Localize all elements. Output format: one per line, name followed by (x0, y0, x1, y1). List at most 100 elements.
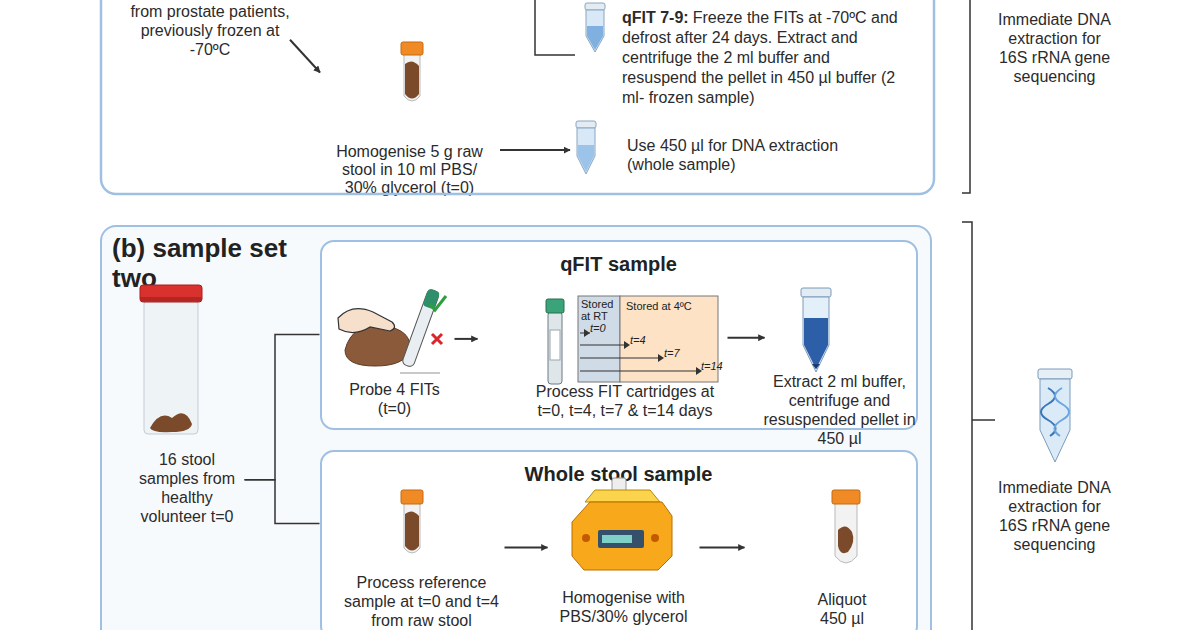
text-block: Process FIT cartridges at t=0, t=4, t=7 … (533, 382, 718, 420)
table-label: t=7 (664, 347, 680, 359)
step-text: Immediate DNA extraction for 16S rRNA ge… (992, 10, 1117, 86)
dna-tube (1054, 388, 1069, 436)
bracket-line (962, 0, 970, 193)
extract-tube (801, 288, 831, 372)
flow-arrow (700, 547, 745, 549)
bracket-line (972, 419, 995, 421)
bracket-line (535, 0, 575, 55)
buffer-tube (585, 3, 605, 52)
step-group: Use 450 µl for DNA extraction (whole sam… (570, 118, 880, 180)
aliquot-tube (838, 526, 853, 553)
step-text: qFIT 7-9: (622, 9, 689, 26)
extract-tube (804, 318, 828, 369)
text-block: qFIT sample (322, 252, 916, 276)
stool-container (140, 285, 202, 434)
flow-arrow (290, 40, 320, 73)
step-text: Extract 2 ml buffer, centrifuge and resu… (760, 372, 920, 448)
homogeniser-device (598, 530, 644, 548)
stool-tube (401, 490, 423, 553)
fit-cartridge (548, 312, 562, 384)
dna-tube (1040, 379, 1070, 462)
aliquot-tube (832, 490, 860, 504)
storage-table (580, 333, 700, 371)
probe-illustration (432, 334, 442, 344)
panel-title: qFIT sample (322, 252, 916, 276)
buffer-tube (578, 145, 594, 172)
step-group: Extract 2 ml buffer, centrifuge and resu… (765, 280, 915, 430)
homogeniser-device (582, 534, 590, 542)
stool-container (144, 300, 198, 434)
extract-tube (803, 297, 829, 372)
panel-title: (b) sample set two (112, 233, 307, 293)
dna-tube (1038, 369, 1072, 462)
fit-cartridge (550, 330, 560, 360)
storage-table (584, 329, 702, 375)
text-block: (b) sample set two (112, 233, 307, 293)
probe-illustration (400, 372, 440, 374)
text-block: Aliquot 450 µl (805, 590, 880, 628)
text-block: Immediate DNA extraction for 16S rRNA ge… (992, 10, 1117, 86)
probe-illustration (401, 288, 440, 367)
step-group: Aliquot 450 µl (745, 480, 915, 620)
stool-container (150, 413, 192, 432)
buffer-tube (576, 121, 596, 174)
stool-tube (405, 511, 419, 550)
output-step: Immediate DNA extraction for 16S rRNA ge… (985, 10, 1125, 95)
step-text: from prostate patients, previously froze… (130, 2, 290, 59)
stool-tube (405, 61, 419, 98)
table-label: Stored at 4ºC (626, 300, 716, 312)
aliquot-tube (832, 490, 860, 563)
probe-illustration (338, 309, 395, 333)
text-block: Homogenise 5 g raw stool in 10 ml PBS/ 3… (327, 143, 492, 197)
text-block: from prostate patients, previously froze… (130, 2, 290, 59)
bracket-connector (245, 335, 320, 480)
text-block: Homogenise with PBS/30% glycerol (548, 588, 700, 626)
step-text: 16 stool samples from healthy volunteer … (130, 450, 245, 526)
storage-table (578, 296, 620, 382)
probe-illustration (338, 288, 446, 374)
stool-tube (404, 503, 420, 553)
text-block: Probe 4 FITs (t=0) (335, 380, 455, 418)
text-block: qFIT 7-9:Freeze the FITs at -70ºC and de… (622, 8, 902, 108)
step-text: Process reference sample at t=0 and t=4 … (337, 573, 507, 630)
buffer-tube (587, 26, 603, 50)
dna-tube (1038, 369, 1072, 379)
bracket-line (962, 222, 972, 630)
step-text: Homogenise with PBS/30% glycerol (548, 588, 700, 626)
text-block: Process reference sample at t=0 and t=4 … (337, 573, 507, 630)
buffer-tube (586, 10, 604, 52)
sample-panel: (b) sample set two 16 stool samples from … (100, 225, 932, 630)
extract-tube (801, 288, 831, 297)
aliquot-tube (835, 503, 857, 563)
stool-tube (401, 42, 423, 55)
step-text: Use 450 µl for DNA extraction (whole sam… (627, 136, 867, 174)
table-label: t=4 (630, 334, 646, 346)
text-block: Extract 2 ml buffer, centrifuge and resu… (760, 372, 920, 448)
table-label: Stored at RT (581, 298, 619, 322)
probe-illustration (401, 288, 440, 367)
dna-tube (1041, 388, 1056, 436)
step-text: Immediate DNA extraction for 16S rRNA ge… (992, 478, 1117, 554)
fit-cartridge (546, 299, 564, 384)
text-block: 16 stool samples from healthy volunteer … (130, 450, 245, 526)
stool-tube (404, 54, 420, 101)
flow-arrow (500, 149, 570, 151)
step-text: Aliquot 450 µl (805, 590, 880, 628)
flow-arrow (505, 547, 548, 549)
table-label: t=14 (701, 360, 723, 372)
step-text: Homogenise 5 g raw stool in 10 ml PBS/ 3… (327, 143, 492, 197)
step-text: Probe 4 FITs (t=0) (335, 380, 455, 418)
storage-table (578, 296, 718, 382)
homogeniser-device (572, 502, 672, 570)
step-text: Process FIT cartridges at t=0, t=4, t=7 … (533, 382, 718, 420)
extract-tube (812, 364, 820, 369)
panel-outline (101, 0, 934, 194)
step-group: from prostate patients, previously froze… (130, 2, 290, 65)
buffer-tube (576, 121, 596, 128)
panel-outline (101, 0, 934, 194)
text-block: Immediate DNA extraction for 16S rRNA ge… (992, 478, 1117, 554)
step-group: qFIT 7-9:Freeze the FITs at -70ºC and de… (575, 0, 905, 112)
